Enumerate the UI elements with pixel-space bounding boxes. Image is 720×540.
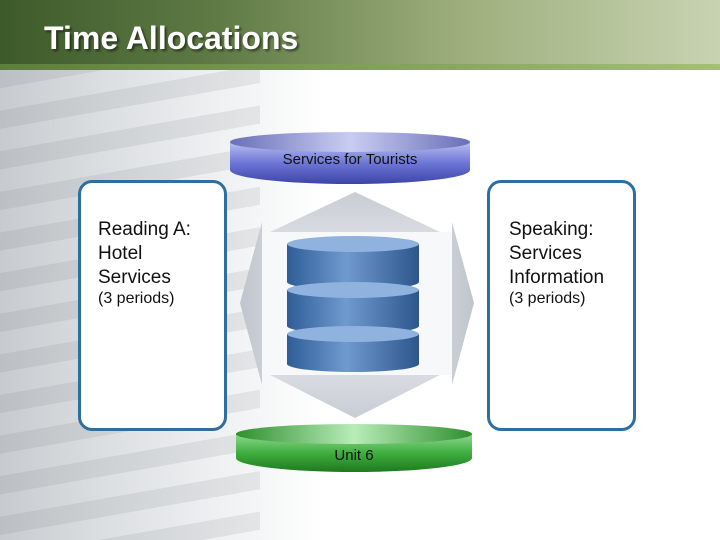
cylinder-stack (287, 236, 419, 372)
slide-title: Time Allocations (44, 20, 299, 56)
left-box-heading: Reading A: Hotel Services (98, 219, 191, 288)
bottom-cylinder-label: Unit 6 (334, 447, 374, 464)
right-box-heading: Speaking: Services Information (509, 219, 605, 288)
bottom-cylinder (236, 424, 472, 472)
top-cylinder-label: Services for Tourists (282, 151, 418, 168)
left-activity-box (78, 180, 227, 431)
title-bar: Time Allocations (0, 0, 720, 70)
top-cylinder (230, 132, 470, 184)
left-box-periods: (3 periods) (98, 290, 175, 307)
right-box-periods: (3 periods) (509, 290, 586, 307)
right-activity-box (487, 180, 636, 431)
